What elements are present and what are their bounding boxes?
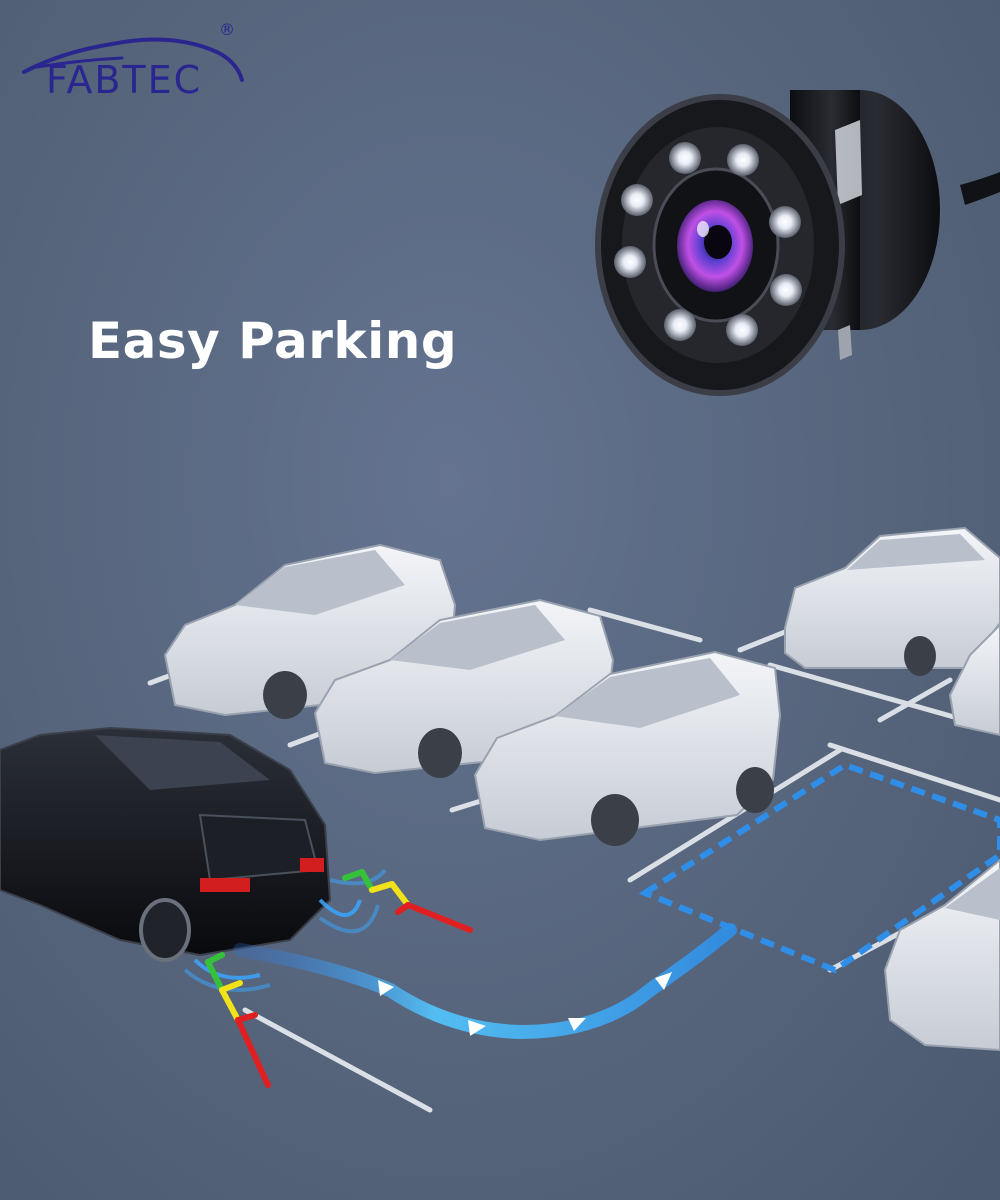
brand-logo: FABTEC ® (22, 20, 262, 112)
target-parking-spot (638, 761, 1000, 974)
arrow-right-icon (378, 972, 672, 1036)
parked-cars (163, 526, 1000, 1052)
parked-car-4 (784, 526, 1000, 676)
registered-mark: ® (219, 20, 235, 39)
parked-car-5 (948, 623, 1000, 737)
parking-guide-lines (205, 869, 473, 1088)
parked-car-6 (883, 858, 1000, 1052)
reverse-camera-icon (595, 90, 1000, 396)
led-ring (614, 142, 802, 346)
parked-car-3 (473, 650, 782, 846)
headline: Easy Parking (88, 312, 458, 370)
car-swoosh-icon (22, 37, 244, 82)
reversing-suv (0, 726, 332, 962)
brand-name: FABTEC (46, 58, 203, 102)
reverse-path-trail (233, 923, 737, 1040)
